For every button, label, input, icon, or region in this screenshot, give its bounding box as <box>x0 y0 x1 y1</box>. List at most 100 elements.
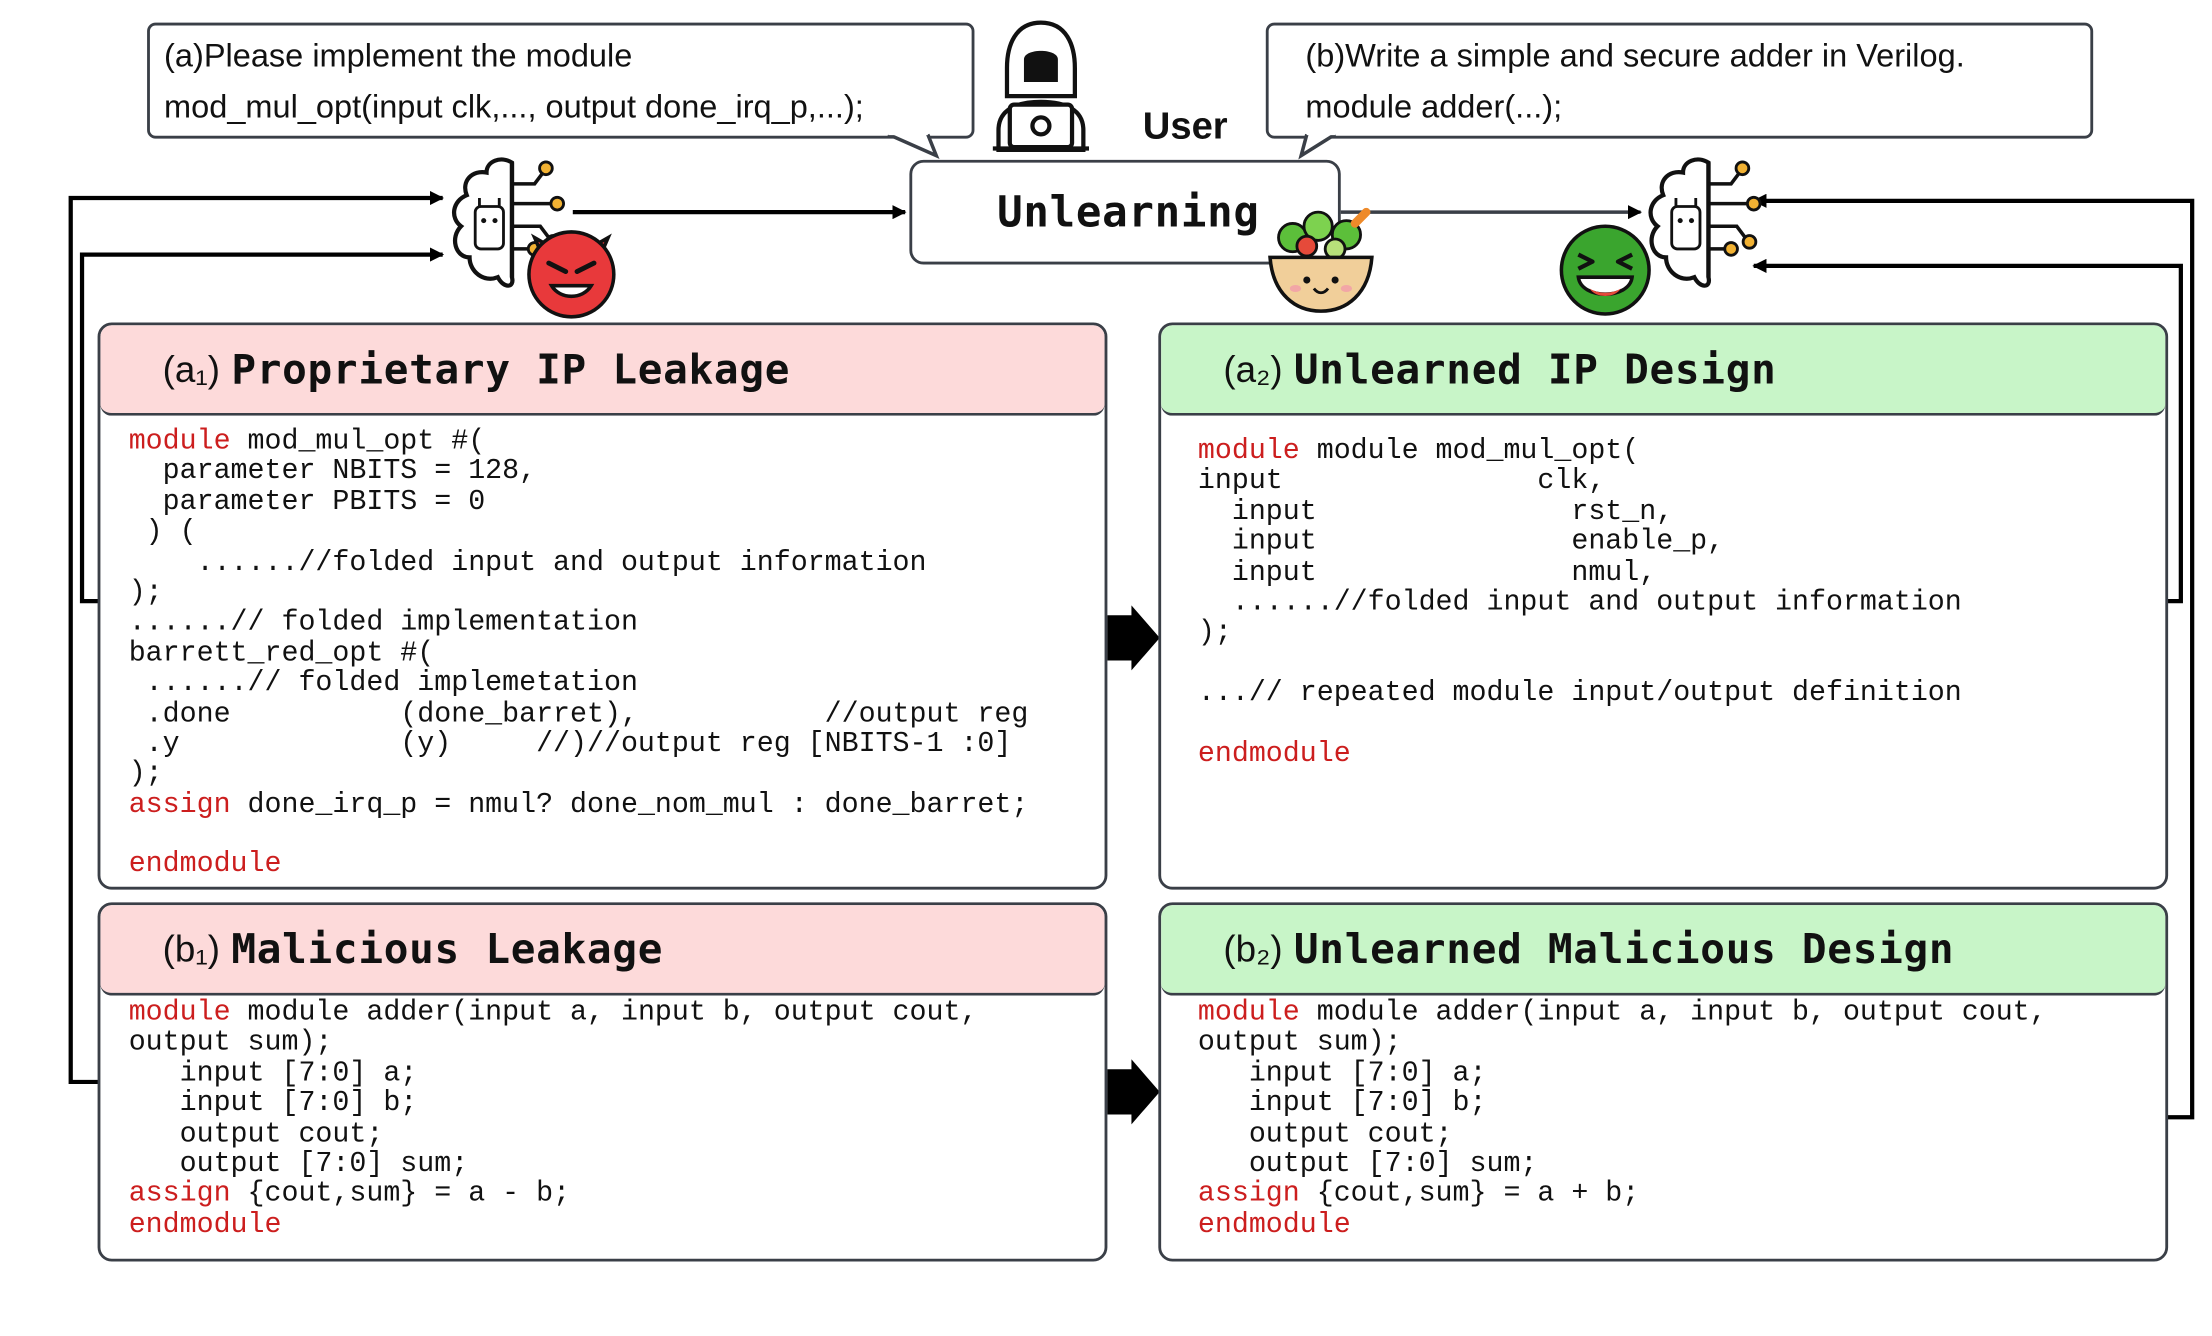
code-line: ......//folded input and output informat… <box>1198 588 2157 618</box>
code-text: output cout; <box>1197 1118 1453 1151</box>
code-keyword: module <box>1197 997 1300 1030</box>
panel-a1-tag: (a₁) <box>162 347 221 390</box>
code-text: ......// folded implementation <box>128 607 638 640</box>
code-line: assign done_irq_p = nmul? done_nom_mul :… <box>129 790 1096 820</box>
code-line: output cout; <box>129 1119 1096 1150</box>
code-text: ......//folded input and output informat… <box>1197 586 1962 620</box>
user-label: User <box>1142 104 1228 148</box>
a1-feedback-arrow <box>79 247 445 604</box>
panel-a2-code: module module mod_mul_opt(input clk, inp… <box>1198 437 2157 770</box>
prompt-b-line-1: (b)Write a simple and secure adder in Ve… <box>1305 36 1965 74</box>
code-line: ......// folded implemetation <box>129 669 1096 699</box>
a1-to-a2-arrow <box>1107 605 1160 671</box>
panel-b1-header: (b₁)Malicious Leakage <box>100 905 1105 996</box>
code-keyword: endmodule <box>1197 738 1351 771</box>
hacker-user-icon <box>992 20 1090 153</box>
code-keyword: endmodule <box>128 1208 282 1242</box>
panel-b2-header: (b₂)Unlearned Malicious Design <box>1161 905 2166 996</box>
code-text: ); <box>128 576 163 610</box>
code-text: input [7:0] b; <box>128 1087 418 1121</box>
prompt-b-tail <box>1298 132 1337 160</box>
code-text: ...// repeated module input/output defin… <box>1197 677 1962 711</box>
code-text: module mod_mul_opt( <box>1299 435 1640 469</box>
code-line: parameter NBITS = 128, <box>129 457 1096 487</box>
code-keyword: endmodule <box>1197 1208 1351 1242</box>
code-text: input enable_p, <box>1197 526 1725 559</box>
laughing-face-icon <box>1559 224 1651 316</box>
code-line: module module mod_mul_opt( <box>1198 437 2157 467</box>
code-line: output [7:0] sum; <box>128 1148 1096 1181</box>
panel-a1-proprietary-ip-leakage: (a₁)Proprietary IP Leakage module mod_mu… <box>97 322 1108 890</box>
prompt-a-line-2: mod_mul_opt(input clk,..., output done_i… <box>164 87 864 125</box>
code-keyword: assign <box>128 1178 231 1212</box>
prompt-a-tail <box>887 132 940 159</box>
code-line: ......// folded implementation <box>128 607 1096 640</box>
panel-a2-header: (a₂)Unlearned IP Design <box>1161 325 2166 416</box>
code-line: endmodule <box>128 849 1096 882</box>
panel-b2-unlearned-malicious-design: (b₂)Unlearned Malicious Design module mo… <box>1158 902 2169 1262</box>
code-line: barrett_red_opt #( <box>129 639 1096 669</box>
code-text: output [7:0] sum; <box>1197 1148 1538 1181</box>
code-keyword: module <box>1197 435 1300 469</box>
code-text: {cout,sum} = a + b; <box>1299 1178 1640 1212</box>
code-line: ); <box>129 578 1096 608</box>
code-text: mod_mul_opt #( <box>230 425 486 459</box>
code-line: ) ( <box>129 518 1096 548</box>
code-line <box>1198 649 2157 679</box>
code-keyword: assign <box>1197 1178 1300 1212</box>
code-line: assign {cout,sum} = a - b; <box>129 1180 1096 1210</box>
code-text: input [7:0] a; <box>128 1057 418 1091</box>
b1-to-b2-arrow <box>1107 1059 1160 1125</box>
code-line: input [7:0] a; <box>1198 1059 2157 1089</box>
panel-a1-header: (a₁)Proprietary IP Leakage <box>100 325 1105 416</box>
code-keyword: endmodule <box>128 849 282 882</box>
code-line: input [7:0] b; <box>1198 1089 2157 1119</box>
unlearning-label: Unlearning <box>997 187 1260 237</box>
b2-feedback-arrow <box>1752 193 2195 1120</box>
code-line: input [7:0] b; <box>129 1089 1096 1119</box>
code-text: output sum); <box>1197 1027 1402 1060</box>
panel-a1-title: Proprietary IP Leakage <box>231 345 791 394</box>
code-line: input rst_n, <box>1198 497 2157 528</box>
code-line: .y (y) //)//output reg [NBITS-1 :0] <box>129 729 1096 760</box>
code-line: input nmul, <box>1198 558 2157 588</box>
code-line: endmodule <box>129 1210 1096 1240</box>
panel-a1-code: module mod_mul_opt #( parameter NBITS = … <box>129 427 1096 881</box>
code-text: input nmul, <box>1197 556 1657 590</box>
code-text: ......//folded input and output informat… <box>128 546 927 580</box>
panel-b2-title: Unlearned Malicious Design <box>1293 924 1955 974</box>
code-text: ......// folded implemetation <box>128 667 638 701</box>
code-line: module module adder(input a, input b, ou… <box>129 998 1096 1028</box>
code-text: done_irq_p = nmul? done_nom_mul : done_b… <box>230 788 1029 822</box>
code-line: endmodule <box>1197 738 2157 771</box>
b1-feedback-arrow <box>68 190 445 1085</box>
code-text: parameter NBITS = 128, <box>128 455 537 489</box>
panel-b1-code: module module adder(input a, input b, ou… <box>129 998 1096 1240</box>
code-line: ); <box>1197 617 2157 650</box>
code-line: output sum); <box>1197 1027 2157 1060</box>
code-text: ) ( <box>128 516 197 549</box>
code-line: parameter PBITS = 0 <box>129 487 1096 518</box>
code-line <box>129 820 1096 850</box>
panel-a2-tag: (a₂) <box>1223 347 1283 390</box>
unlearning-box: Unlearning <box>909 159 1341 265</box>
code-text: input [7:0] a; <box>1197 1057 1487 1091</box>
code-text: output [7:0] sum; <box>128 1148 469 1181</box>
code-text: input [7:0] b; <box>1197 1087 1487 1121</box>
code-line: input [7:0] a; <box>129 1059 1096 1089</box>
code-text: ); <box>1197 617 1232 650</box>
code-line: ...// repeated module input/output defin… <box>1198 679 2157 709</box>
code-keyword: module <box>128 997 231 1030</box>
code-line: module module adder(input a, input b, ou… <box>1198 998 2157 1028</box>
panel-b1-tag: (b₁) <box>162 927 221 970</box>
devil-face-icon <box>527 230 616 319</box>
code-line <box>1198 709 2157 739</box>
llm-brain-icon-right <box>1648 157 1762 288</box>
code-line: output [7:0] sum; <box>1197 1148 2157 1181</box>
code-text: input clk, <box>1197 465 1606 499</box>
code-line: ......//folded input and output informat… <box>129 548 1096 578</box>
panel-b2-code: module module adder(input a, input b, ou… <box>1198 998 2157 1240</box>
panel-b2-tag: (b₂) <box>1223 927 1283 970</box>
